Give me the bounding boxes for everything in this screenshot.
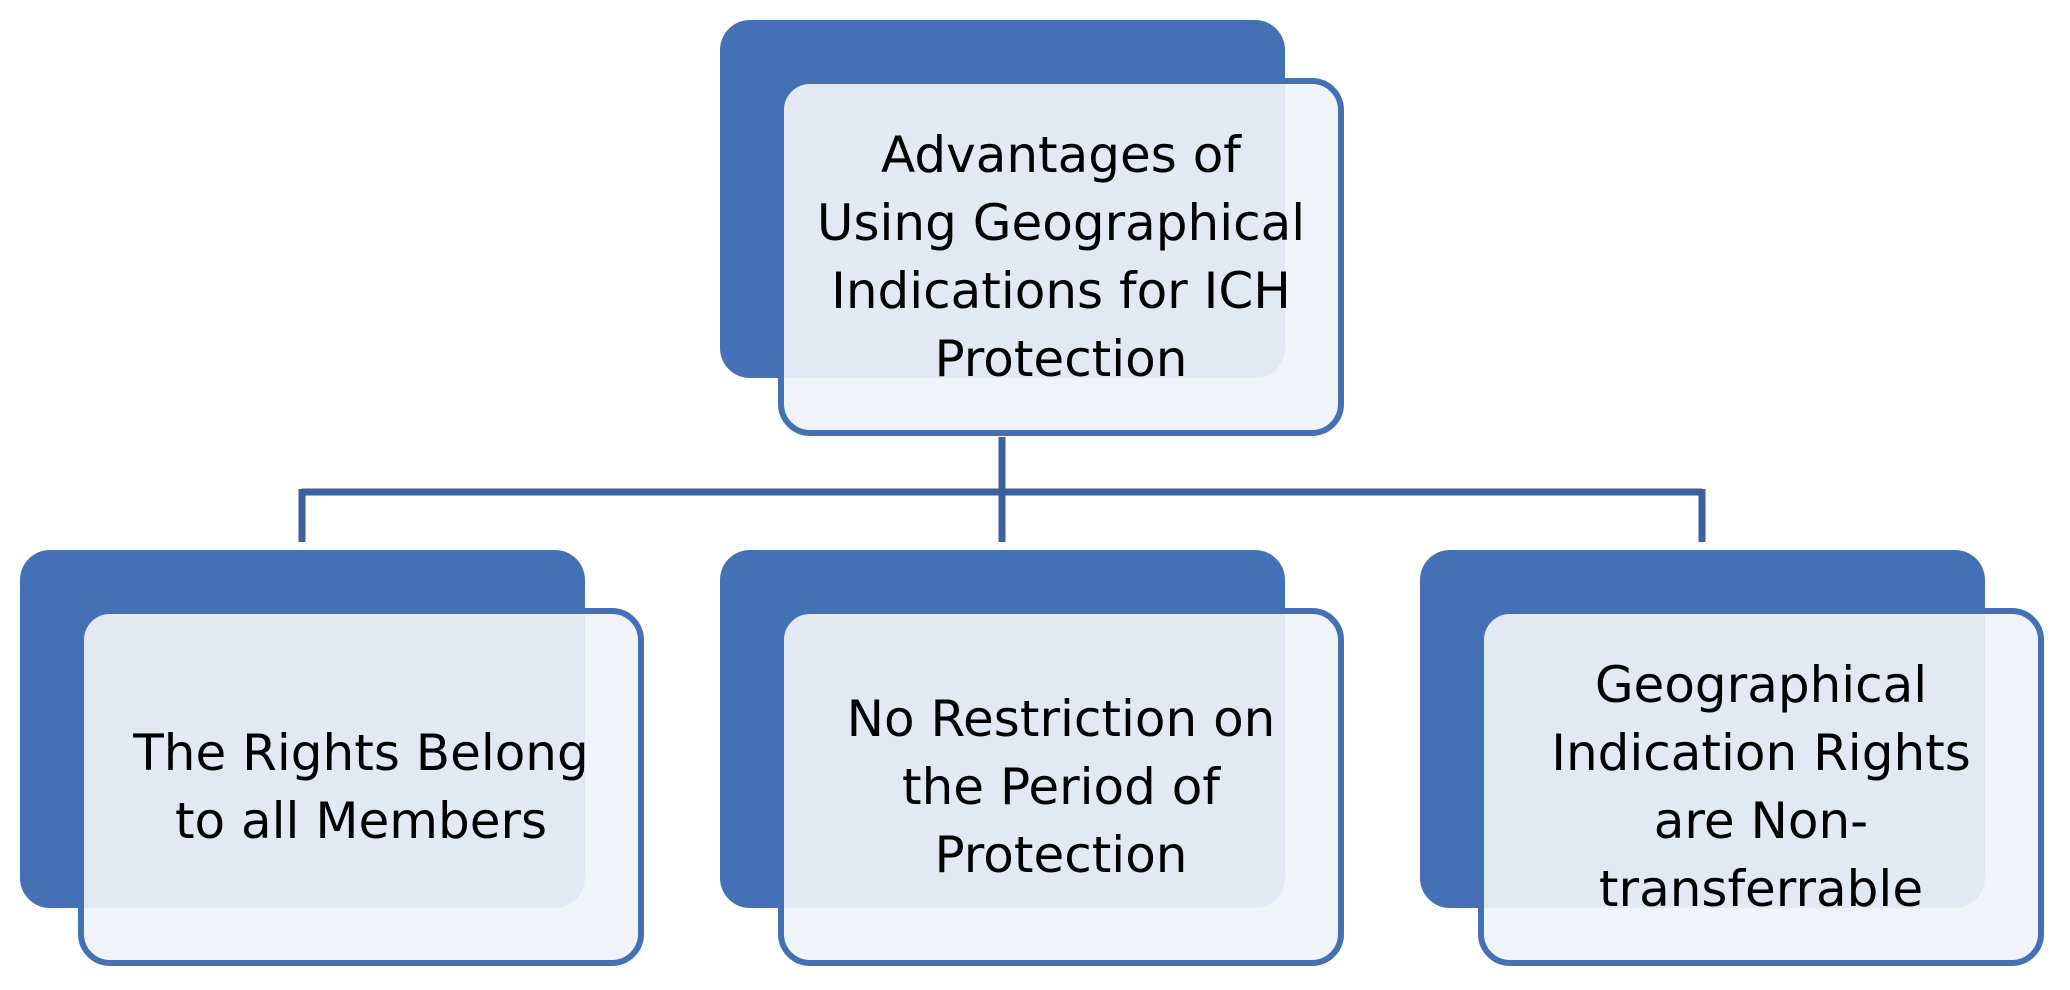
root-node-box: Advantages of Using Geographical Indicat… <box>778 78 1344 436</box>
root-node-label: Advantages of Using Geographical Indicat… <box>816 126 1306 388</box>
child-node-label: Geographical Indication Rights are Non- … <box>1551 656 1971 918</box>
child-node-label: The Rights Belong to all Members <box>133 724 589 850</box>
child-node-box: Geographical Indication Rights are Non- … <box>1478 608 2044 966</box>
child-node-box: No Restriction on the Period of Protecti… <box>778 608 1344 966</box>
child-node-label: No Restriction on the Period of Protecti… <box>846 690 1276 884</box>
child-node-box: The Rights Belong to all Members <box>78 608 644 966</box>
